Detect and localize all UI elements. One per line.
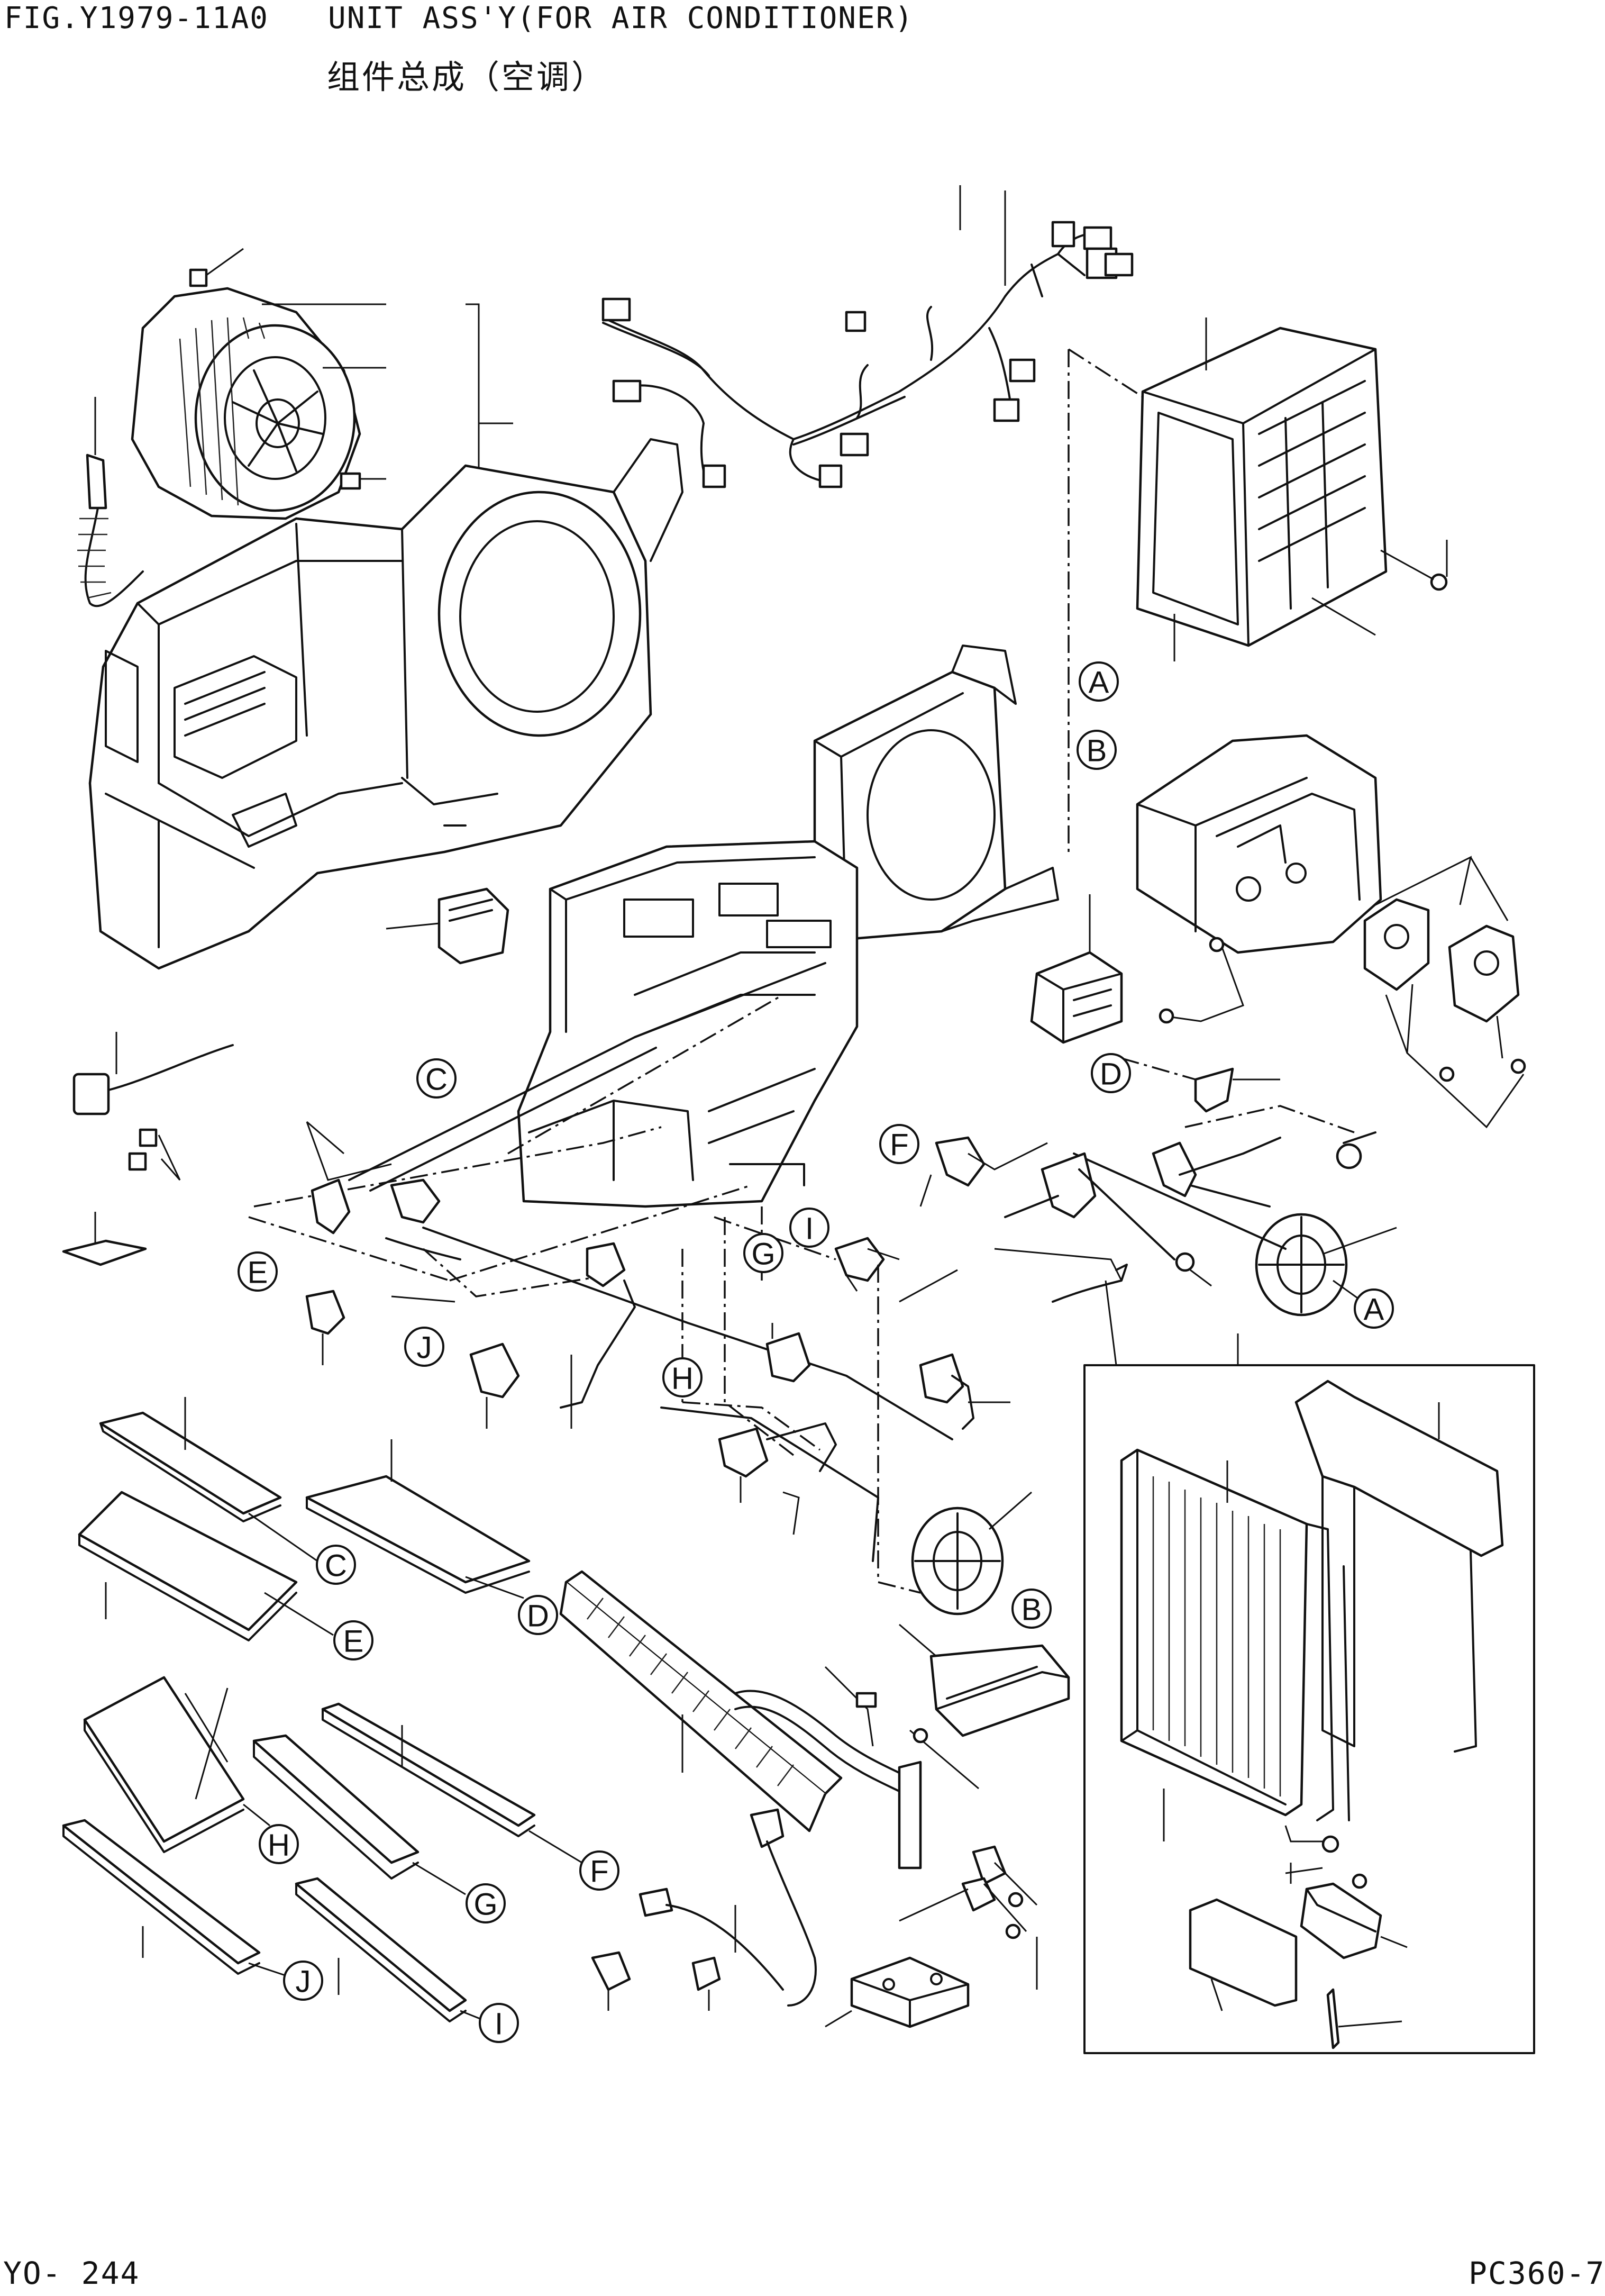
svg-text:C: C — [425, 1063, 448, 1097]
callout-e-mid: E — [238, 1251, 278, 1292]
bolt-long — [1326, 1988, 1340, 2049]
callout-i-bottom: I — [479, 2003, 519, 2043]
bracket-h2 — [718, 1427, 769, 1478]
bracket-c2 — [390, 1178, 441, 1224]
callout-d-mid: D — [1091, 1053, 1131, 1093]
link-lever-cluster — [1152, 1105, 1376, 1208]
bracket-j — [469, 1342, 520, 1399]
bracket-lever-left — [586, 1242, 626, 1287]
bracket-e — [305, 1290, 345, 1335]
callout-c-bottom: C — [316, 1545, 356, 1585]
damper-door-i — [295, 1877, 487, 2022]
blower-resistor — [1030, 951, 1123, 1044]
page-code: YO- 244 — [3, 2255, 140, 2291]
servo-motor-2 — [1448, 924, 1520, 1023]
damper-door-h — [83, 1676, 270, 1853]
callout-f-bottom: F — [579, 1850, 619, 1891]
evaporator-case — [88, 438, 683, 970]
control-unit-box — [1068, 317, 1448, 857]
figure-title: UNIT ASS'Y(FOR AIR CONDITIONER) — [328, 1, 914, 35]
cam-disc-b — [911, 1491, 1032, 1616]
thermistor-sensor — [72, 1032, 234, 1181]
svg-text:J: J — [417, 1331, 432, 1365]
callout-j-bottom: J — [283, 1961, 323, 2001]
resistor-connector — [386, 887, 509, 965]
callout-b-bottom: B — [1011, 1589, 1052, 1629]
blower-fan — [131, 287, 361, 520]
air-duct — [899, 1623, 1070, 1737]
clamp-small — [691, 1956, 721, 1991]
svg-text:B: B — [1022, 1593, 1042, 1627]
bracket-i — [834, 1237, 885, 1282]
callout-i-mid: I — [789, 1208, 829, 1248]
drain-hose — [77, 397, 144, 607]
callout-a-mid: A — [1354, 1288, 1394, 1329]
clip-small — [591, 1951, 631, 1991]
expansion-valve — [1300, 1882, 1408, 1959]
damper-door-e — [78, 1491, 334, 1641]
svg-text:D: D — [527, 1599, 549, 1633]
damper-door-g — [184, 1693, 466, 1895]
callout-h-mid: H — [662, 1357, 703, 1397]
bracket-f — [935, 1136, 986, 1187]
pad-small — [62, 1239, 147, 1266]
svg-text:A: A — [1089, 666, 1109, 700]
evaporator-kit-frame — [1083, 1364, 1535, 2054]
bracket-g — [919, 1353, 964, 1404]
svg-text:G: G — [473, 1887, 497, 1922]
svg-text:C: C — [325, 1549, 347, 1583]
bracket-c1 — [311, 1178, 351, 1235]
bracket-h — [765, 1332, 811, 1383]
svg-text:J: J — [296, 1965, 311, 1999]
svg-text:A: A — [1364, 1293, 1384, 1327]
callout-g-mid: G — [743, 1233, 783, 1273]
insulation-pad — [1189, 1898, 1298, 2007]
svg-text:H: H — [268, 1828, 290, 1863]
servo-motor-1 — [1363, 898, 1430, 991]
callout-e-bottom: E — [333, 1620, 373, 1660]
callout-f-mid: F — [879, 1124, 919, 1164]
thermostat-sensor — [639, 1808, 817, 2007]
pipe-clamp-set — [899, 1845, 1038, 1990]
svg-text:I: I — [805, 1212, 814, 1246]
callout-b-top: B — [1077, 730, 1117, 770]
heater-core — [559, 1570, 922, 1870]
figure-number: FIG.Y1979-11A0 — [4, 1, 269, 35]
svg-text:F: F — [890, 1128, 908, 1163]
link-lever-d — [1194, 1067, 1234, 1113]
wire-harness — [601, 185, 1134, 488]
svg-text:B: B — [1087, 734, 1107, 768]
callout-h-bottom: H — [259, 1824, 299, 1864]
damper-door-j — [62, 1819, 297, 1980]
figure-title-chinese: 组件总成（空调） — [327, 58, 607, 96]
damper-door-f — [321, 1702, 582, 1864]
callout-j-mid: J — [404, 1327, 444, 1367]
callout-g-bottom: G — [466, 1883, 506, 1923]
model-code: PC360-7 — [1469, 2255, 1605, 2291]
bolt-top-left — [189, 248, 244, 287]
svg-text:H: H — [671, 1362, 694, 1396]
cam-disc-a — [1255, 1213, 1397, 1317]
evaporator-seal-frame — [1294, 1380, 1504, 1753]
damper-door-c — [99, 1397, 318, 1562]
callout-d-bottom: D — [518, 1595, 558, 1635]
evaporator-core — [1120, 1448, 1350, 1841]
callout-c-mid: C — [416, 1058, 457, 1099]
svg-text:G: G — [751, 1237, 775, 1272]
mode-actuator-assy — [1136, 734, 1382, 954]
svg-text:E: E — [248, 1256, 268, 1290]
svg-text:I: I — [495, 2007, 503, 2041]
svg-text:E: E — [343, 1625, 364, 1659]
svg-text:D: D — [1100, 1057, 1122, 1092]
center-duct-frame — [813, 645, 1059, 943]
bracket-lever-center — [1041, 1152, 1097, 1219]
damper-door-d — [305, 1439, 531, 1599]
callout-a-top: A — [1079, 661, 1119, 702]
svg-text:F: F — [590, 1855, 608, 1889]
